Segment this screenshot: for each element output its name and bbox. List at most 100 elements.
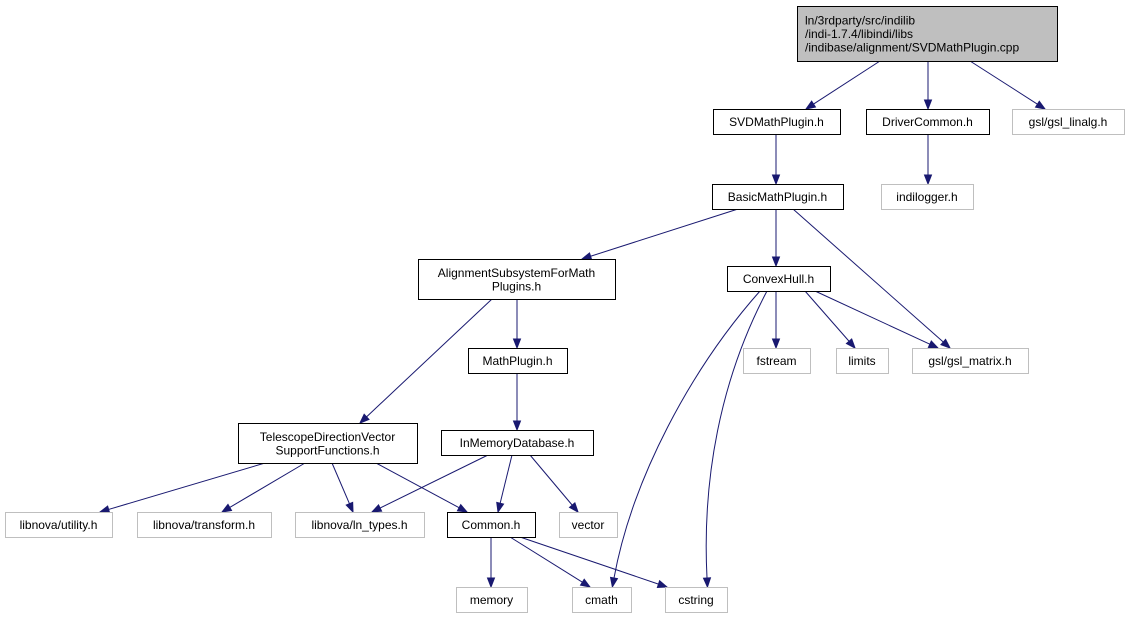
node-label: Common.h: [462, 518, 521, 532]
node-box[interactable]: [468, 348, 568, 374]
edge-telescopedirection_h-to-libnova_transform_h: [220, 462, 306, 513]
edge-convexhull_h-to-cstring: [702, 290, 768, 589]
arrowhead-icon: [486, 577, 496, 589]
node-label: gsl/gsl_linalg.h: [1029, 115, 1108, 129]
node-box[interactable]: [713, 109, 841, 135]
node-label: /indi-1.7.4/libindi/libs: [805, 27, 913, 41]
edge-line: [331, 462, 350, 504]
arrowhead-icon: [845, 338, 856, 350]
arrowhead-icon: [923, 99, 933, 111]
node-mathplugin-h[interactable]: MathPlugin.h: [468, 348, 568, 374]
node-box: [295, 512, 425, 538]
node-label: /indibase/alignment/SVDMathPlugin.cpp: [805, 41, 1019, 55]
node-label: MathPlugin.h: [482, 354, 552, 368]
node-box: [572, 587, 632, 613]
arrowhead-icon: [512, 338, 522, 350]
edge-convexhull_h-to-cmath: [609, 290, 761, 589]
edge-line: [590, 208, 739, 257]
node-label: limits: [848, 354, 875, 368]
edge-line: [509, 536, 583, 583]
node-telescopedirection-h[interactable]: TelescopeDirectionVectorSupportFunctions…: [238, 423, 418, 464]
edge-mathplugin_h-to-inmemorydatabase_h: [512, 373, 522, 432]
edge-line: [804, 290, 850, 342]
node-label: DriverCommon.h: [882, 115, 973, 129]
edge-line: [613, 290, 761, 579]
edge-root-to-gsl_linalg_h: [969, 60, 1047, 110]
node-label: cstring: [678, 593, 713, 607]
arrowhead-icon: [98, 505, 111, 514]
node-basicmathplugin-h[interactable]: BasicMathPlugin.h: [712, 184, 844, 210]
edge-drivercommon_h-to-indilogger_h: [923, 134, 933, 186]
edge-line: [499, 454, 513, 504]
node-libnova-transform-h: libnova/transform.h: [137, 512, 272, 538]
edge-root-to-drivercommon_h: [923, 61, 933, 111]
node-vector: vector: [559, 512, 618, 538]
edge-inmemorydatabase_h-to-vector: [529, 454, 579, 514]
node-label: ConvexHull.h: [743, 272, 814, 286]
node-label: TelescopeDirectionVector: [260, 430, 395, 444]
node-box: [665, 587, 728, 613]
node-root[interactable]: ln/3rdparty/src/indilib/indi-1.7.4/libin…: [797, 6, 1058, 62]
node-box[interactable]: [441, 430, 594, 456]
edge-line: [108, 462, 266, 510]
node-label: SVDMathPlugin.h: [729, 115, 824, 129]
edge-alignmentsubsystem_h-to-telescopedirection_h: [358, 298, 493, 424]
node-common-h[interactable]: Common.h: [447, 512, 536, 538]
node-box[interactable]: [418, 259, 616, 300]
edge-line: [969, 60, 1038, 105]
arrowhead-icon: [940, 338, 952, 349]
node-box[interactable]: [727, 266, 831, 292]
node-label: SupportFunctions.h: [275, 443, 379, 457]
node-gsl-matrix-h: gsl/gsl_matrix.h: [912, 348, 1029, 374]
node-label: vector: [572, 518, 605, 532]
node-drivercommon-h[interactable]: DriverCommon.h: [866, 109, 990, 135]
arrowhead-icon: [220, 503, 233, 513]
node-label: memory: [470, 593, 513, 607]
node-inmemorydatabase-h[interactable]: InMemoryDatabase.h: [441, 430, 594, 456]
node-label: libnova/utility.h: [20, 518, 98, 532]
edge-line: [792, 208, 944, 343]
node-convexhull-h[interactable]: ConvexHull.h: [727, 266, 831, 292]
node-box: [5, 512, 113, 538]
edge-common_h-to-memory: [486, 537, 496, 589]
edge-line: [705, 290, 768, 579]
node-limits: limits: [836, 348, 889, 374]
arrowhead-icon: [345, 501, 354, 514]
node-box: [743, 348, 811, 374]
node-indilogger-h: indilogger.h: [881, 184, 974, 210]
arrowhead-icon: [1034, 100, 1047, 110]
edge-line: [229, 462, 306, 508]
arrowhead-icon: [496, 501, 505, 514]
edge-line: [366, 298, 493, 418]
edge-line: [379, 454, 489, 509]
edge-root-to-svdmathplugin_h: [804, 60, 881, 110]
node-box[interactable]: [797, 6, 1058, 62]
node-box: [881, 184, 974, 210]
node-svdmathplugin-h[interactable]: SVDMathPlugin.h: [713, 109, 841, 135]
node-box[interactable]: [866, 109, 990, 135]
node-label: indilogger.h: [896, 190, 957, 204]
node-box[interactable]: [447, 512, 536, 538]
node-cstring: cstring: [665, 587, 728, 613]
node-label: cmath: [585, 593, 618, 607]
node-box[interactable]: [238, 423, 418, 464]
node-label: Plugins.h: [492, 279, 541, 293]
edge-inmemorydatabase_h-to-libnova_ln_types_h: [370, 454, 489, 513]
arrowhead-icon: [771, 338, 781, 350]
arrowhead-icon: [579, 578, 592, 588]
edge-convexhull_h-to-gsl_matrix_h: [814, 290, 940, 349]
arrowhead-icon: [580, 252, 593, 261]
edge-line: [813, 60, 881, 105]
node-box[interactable]: [712, 184, 844, 210]
edge-telescopedirection_h-to-libnova_utility_h: [98, 462, 266, 514]
node-box: [836, 348, 889, 374]
node-libnova-ln-types-h: libnova/ln_types.h: [295, 512, 425, 538]
arrowhead-icon: [702, 577, 712, 589]
edge-inmemorydatabase_h-to-common_h: [496, 454, 513, 514]
node-memory: memory: [456, 587, 528, 613]
node-box: [912, 348, 1029, 374]
node-label: AlignmentSubsystemForMath: [438, 266, 595, 280]
node-box: [1012, 109, 1125, 135]
